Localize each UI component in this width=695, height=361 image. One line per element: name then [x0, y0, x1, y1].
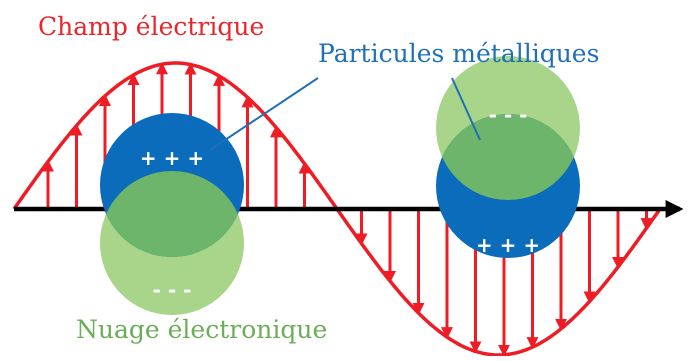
left-electron-cloud-overlap	[100, 171, 244, 257]
electron-cloud-label: Nuage électronique	[76, 315, 327, 344]
electric-field-label: Champ électrique	[38, 12, 264, 41]
metal-particles-label: Particules métalliques	[318, 39, 599, 68]
left-particle-group: + + + - - -	[100, 113, 244, 315]
left-positive-charges: + + +	[140, 146, 204, 170]
particles-leader-left	[209, 77, 319, 151]
right-positive-charges: + + +	[476, 233, 540, 257]
right-particle-group: - - - + + +	[436, 56, 580, 258]
right-negative-charges: - - -	[489, 103, 528, 127]
particles-leader-right	[451, 77, 481, 141]
right-electron-cloud-overlap	[436, 114, 580, 200]
left-negative-charges: - - -	[153, 278, 192, 302]
